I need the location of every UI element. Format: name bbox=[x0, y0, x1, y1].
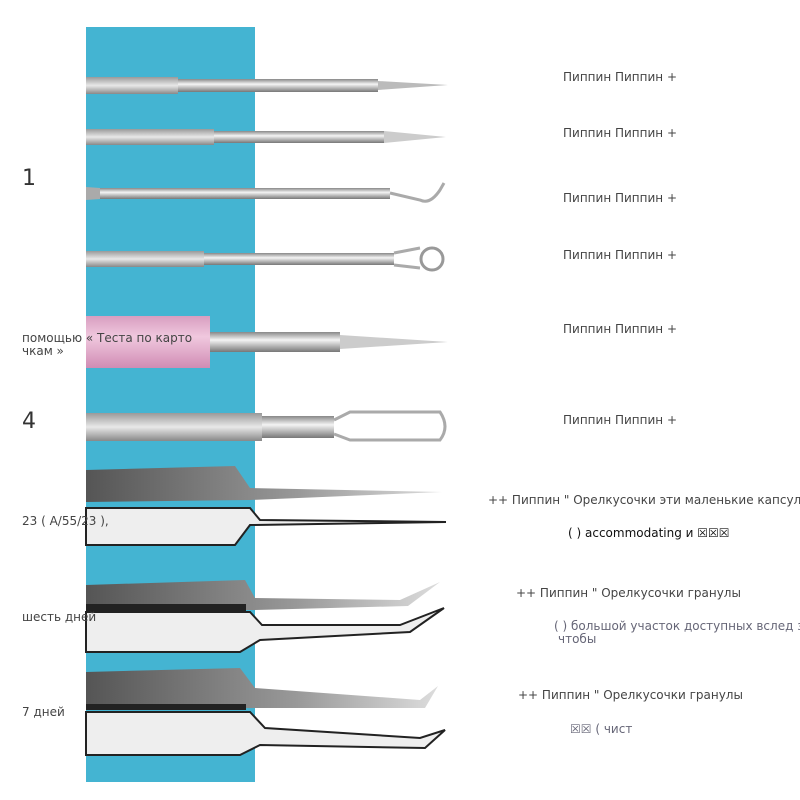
tweezer1-desc: ( ) accommodating и ☒☒☒ bbox=[568, 526, 730, 540]
tool2-label: Пиппин Пиппин + bbox=[563, 126, 677, 140]
step-number-1: 1 bbox=[22, 166, 36, 191]
tweezer3-desc: ☒☒ ( чист bbox=[570, 722, 633, 736]
tool4-label: Пиппин Пиппин + bbox=[563, 248, 677, 262]
tweezer2-title: ++ Пиппин " Орелкусочки гранулы bbox=[516, 586, 741, 600]
step-number-4: 4 bbox=[22, 409, 36, 434]
tweezers-hook bbox=[85, 668, 446, 756]
tool1-label: Пиппин Пиппин + bbox=[563, 70, 677, 84]
tool3-label: Пиппин Пиппин + bbox=[563, 191, 677, 205]
tool-wide-loop bbox=[86, 410, 447, 442]
tool-needle-2 bbox=[86, 129, 446, 145]
tool-hook bbox=[86, 182, 446, 203]
pink-tool-label-line1: помощью « Теста по карто bbox=[22, 331, 193, 345]
seven-days-label: 7 дней bbox=[22, 705, 65, 719]
tool-needle-1 bbox=[86, 77, 448, 94]
pink-tool-label-line2: чкам » bbox=[22, 344, 64, 358]
tweezer2-desc-line1: ( ) большой участок доступных вслед за bbox=[554, 619, 800, 633]
tool-loop bbox=[86, 246, 445, 272]
tool5-label: Пиппин Пиппин + bbox=[563, 322, 677, 336]
tool-pink-needle bbox=[86, 316, 448, 368]
six-days-label: шесть дней bbox=[22, 610, 97, 624]
tweezers-angled bbox=[85, 580, 445, 653]
tool6-label: Пиппин Пиппин + bbox=[563, 413, 677, 427]
tweezer2-desc-line2: чтобы bbox=[558, 632, 597, 646]
model-label: 23 ( A/55/23 ), bbox=[22, 514, 109, 528]
blue-background-strip bbox=[86, 27, 255, 782]
tweezer1-title: ++ Пиппин " Орелкусочки эти маленькие ка… bbox=[488, 493, 800, 507]
tweezers-straight bbox=[85, 466, 447, 546]
tweezer3-title: ++ Пиппин " Орелкусочки гранулы bbox=[518, 688, 743, 702]
